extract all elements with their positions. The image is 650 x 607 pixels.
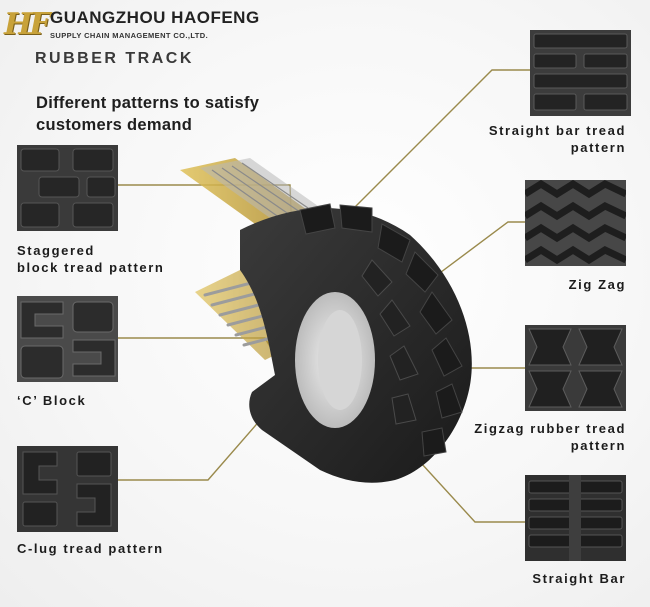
- staggered-block-label-line-1: Staggered: [17, 243, 95, 258]
- c-lug-label-line-1: C-lug tread pattern: [17, 541, 164, 556]
- tagline: Different patterns to satisfy customers …: [36, 92, 316, 136]
- rubber-track-body: [240, 203, 472, 483]
- zig-zag-label-line-1: Zig Zag: [568, 277, 626, 292]
- c-block-pattern-image: [17, 296, 118, 382]
- c-lug-pattern-image: [17, 446, 118, 532]
- straight-bar-tread-label-line-2: pattern: [570, 140, 626, 155]
- company-logo: HF: [4, 7, 51, 42]
- straight-bar-tread-image: [530, 30, 631, 116]
- company-name: GUANGZHOU HAOFENG: [50, 8, 260, 27]
- staggered-block-pattern-image: [17, 145, 118, 231]
- tagline-line-2: customers demand: [36, 116, 193, 134]
- straight-bar-label: Straight Bar: [532, 570, 626, 587]
- staggered-block-label-line-2: block tread pattern: [17, 260, 165, 275]
- company-subtitle: SUPPLY CHAIN MANAGEMENT CO.,LTD.: [50, 31, 209, 40]
- straight-bar-tread-label-line-1: Straight bar tread: [488, 123, 626, 138]
- zigzag-rubber-tread-image: [525, 325, 626, 411]
- tagline-line-1: Different patterns to satisfy: [36, 94, 260, 112]
- c-lug-label: C-lug tread pattern: [17, 540, 164, 557]
- leader-straight-bar-tread: [341, 69, 530, 221]
- product-title: RUBBER TRACK: [35, 50, 194, 67]
- steel-cord-top: [180, 158, 318, 226]
- zigzag-rubber-tread-label: Zigzag rubber tread pattern: [474, 420, 626, 454]
- straight-bar-image: [525, 475, 626, 561]
- straight-bar-tread-label: Straight bar tread pattern: [489, 122, 626, 156]
- c-block-label-line-1: ‘C’ Block: [17, 393, 87, 408]
- c-block-label: ‘C’ Block: [17, 392, 86, 409]
- leader-zig-zag: [412, 221, 525, 294]
- zigzag-rubber-tread-label-line-1: Zigzag rubber tread: [474, 421, 626, 436]
- staggered-block-label: Staggered block tread pattern: [17, 242, 164, 276]
- zig-zag-label: Zig Zag: [569, 276, 626, 293]
- straight-bar-label-line-1: Straight Bar: [532, 571, 626, 586]
- zig-zag-pattern-image: [525, 180, 626, 266]
- zigzag-rubber-tread-label-line-2: pattern: [570, 438, 626, 453]
